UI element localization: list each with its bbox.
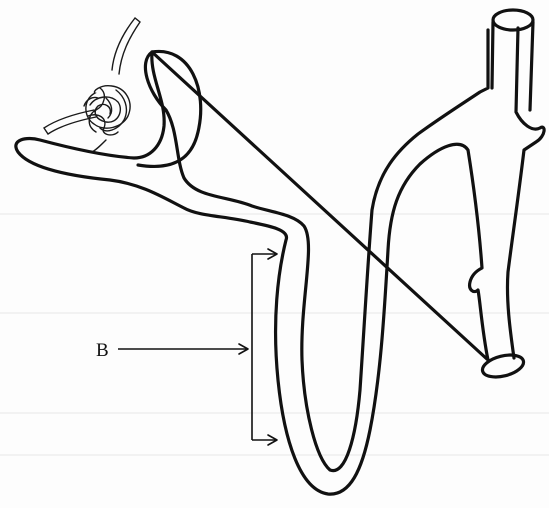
label-b-pointer <box>118 344 248 354</box>
arteriole-vessels <box>44 18 140 152</box>
label-b-bracket <box>252 249 277 445</box>
collecting-duct-top <box>492 10 533 110</box>
label-b: B <box>96 340 109 361</box>
